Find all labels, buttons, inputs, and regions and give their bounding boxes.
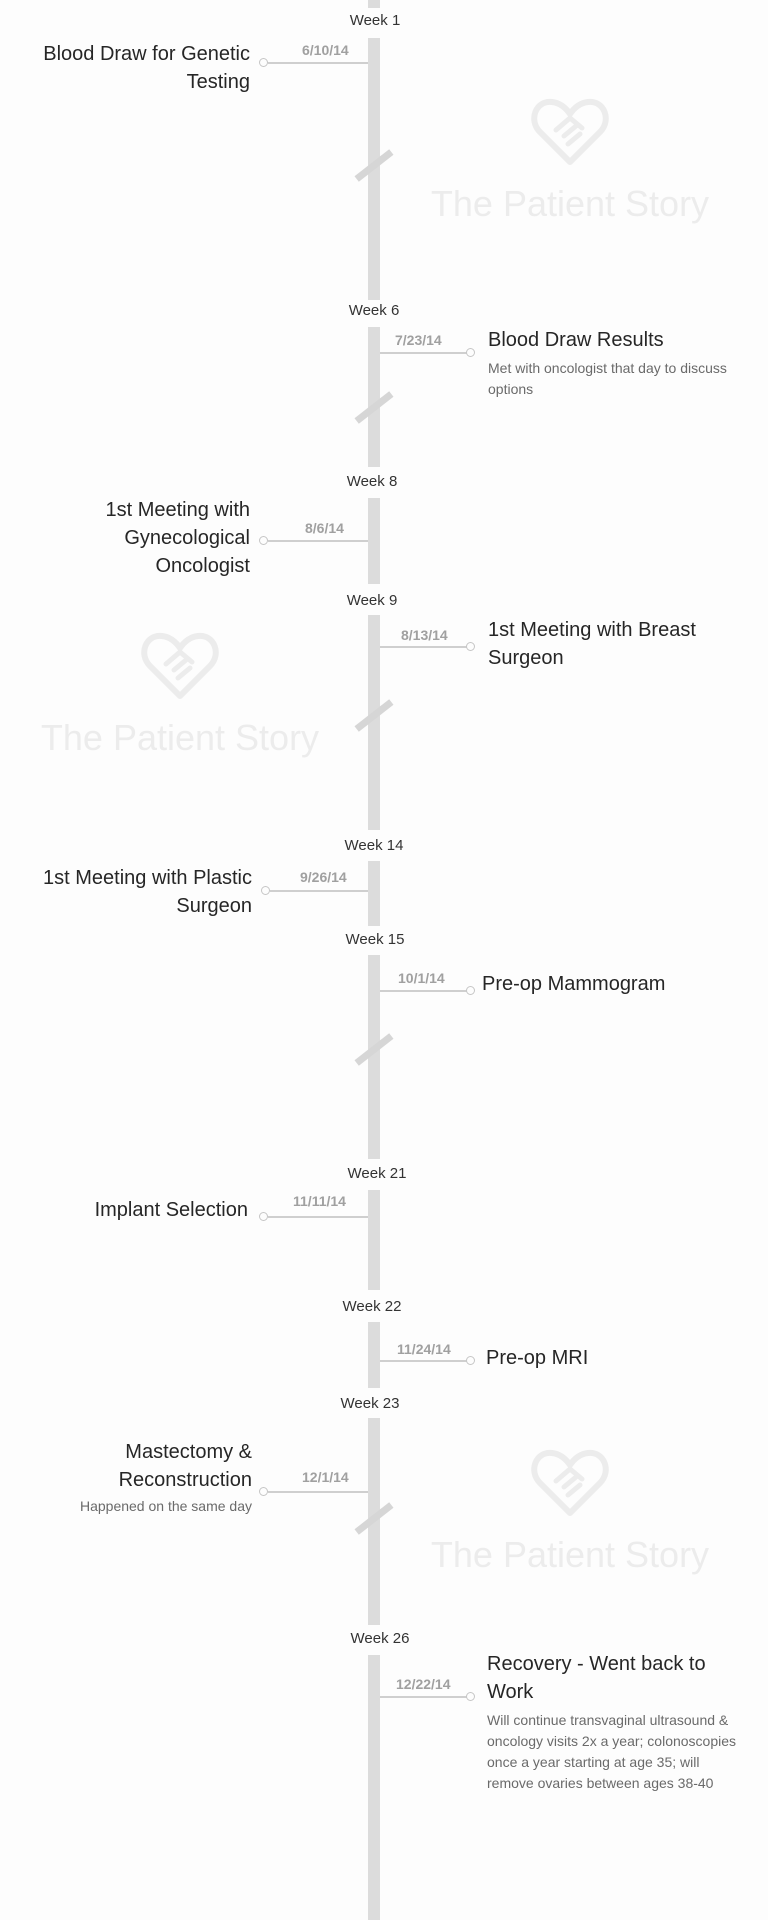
event-node [259,1487,268,1496]
event-title: Blood Draw Results [488,329,664,351]
event-node [466,1356,475,1365]
week-label: Week 8 [346,473,398,490]
event-date: 12/22/14 [396,1676,451,1692]
week-label: Week 22 [342,1298,402,1315]
event-date: 10/1/14 [398,970,445,986]
event-description: Happened on the same day [79,1498,252,1514]
timeline-bar [368,498,380,584]
week-label: Week 15 [345,931,405,948]
event-title: 1st Meeting with Plastic Surgeon [43,867,252,917]
week-label: Week 1 [349,12,401,29]
timeline-bar [368,1190,380,1290]
event-node [466,986,475,995]
event-card: 1st Meeting with Plastic Surgeon [10,864,252,920]
event-node [259,58,268,67]
event-card: Pre-op Mammogram [482,970,750,998]
event-title: Pre-op Mammogram [482,973,666,995]
event-card: 1st Meeting with Gynecological Oncologis… [40,496,250,580]
week-label: Week 9 [346,592,398,609]
event-card: Implant Selection [40,1196,248,1224]
watermark: The Patient Story [410,96,730,225]
event-node [259,1212,268,1221]
event-date: 11/11/14 [293,1193,346,1209]
event-card: Mastectomy & Reconstruction Happened on … [40,1438,252,1517]
event-title: Pre-op MRI [486,1347,589,1369]
event-title: 1st Meeting with Breast Surgeon [488,619,696,669]
event-title: Blood Draw for Genetic Testing [43,43,250,93]
event-description: Met with oncologist that day to discuss … [488,360,727,397]
watermark-text: The Patient Story [40,717,320,758]
timeline-bar [368,861,380,926]
event-date: 12/1/14 [302,1469,349,1485]
event-connector [380,1360,467,1362]
event-connector [268,540,368,542]
timeline-bar [368,0,380,8]
timeline-bar [368,1655,380,1920]
timeline-bar [368,327,380,467]
week-label: Week 6 [348,302,400,319]
week-label: Week 26 [350,1630,410,1647]
event-card: Recovery - Went back to Work Will contin… [487,1650,750,1794]
event-connector [268,1216,368,1218]
event-connector [380,990,467,992]
event-date: 8/6/14 [305,520,344,536]
watermark: The Patient Story [20,630,340,759]
event-connector [268,1491,368,1493]
timeline-bar [368,955,380,1159]
event-card: Pre-op MRI [486,1344,750,1372]
event-connector [270,890,368,892]
heart-handshake-icon [531,98,609,165]
event-node [261,886,270,895]
event-card: 1st Meeting with Breast Surgeon [488,616,750,672]
week-label: Week 23 [340,1395,400,1412]
event-date: 9/26/14 [300,869,347,885]
event-connector [380,646,467,648]
event-connector [380,1696,467,1698]
event-title: Mastectomy & Reconstruction [118,1441,252,1491]
week-label: Week 14 [344,837,404,854]
event-title: 1st Meeting with Gynecological Oncologis… [105,499,250,577]
event-date: 7/23/14 [395,332,442,348]
watermark: The Patient Story [410,1447,730,1576]
event-connector [380,352,467,354]
event-title: Implant Selection [94,1199,248,1221]
heart-handshake-icon [531,1449,609,1516]
event-connector [268,62,368,64]
week-label: Week 21 [347,1165,407,1182]
event-node [466,642,475,651]
timeline-bar [368,1322,380,1388]
event-node [466,1692,475,1701]
event-date: 6/10/14 [302,42,349,58]
event-card: Blood Draw Results Met with oncologist t… [488,326,750,400]
event-description: Will continue transvaginal ultrasound & … [487,1712,737,1791]
event-node [259,536,268,545]
heart-handshake-icon [141,632,219,699]
timeline-bar [368,615,380,830]
event-date: 8/13/14 [401,627,448,643]
event-node [466,348,475,357]
event-date: 11/24/14 [397,1341,451,1357]
event-title: Recovery - Went back to Work [487,1653,706,1703]
event-card: Blood Draw for Genetic Testing [40,40,250,96]
watermark-text: The Patient Story [430,1534,710,1575]
watermark-text: The Patient Story [430,183,710,224]
